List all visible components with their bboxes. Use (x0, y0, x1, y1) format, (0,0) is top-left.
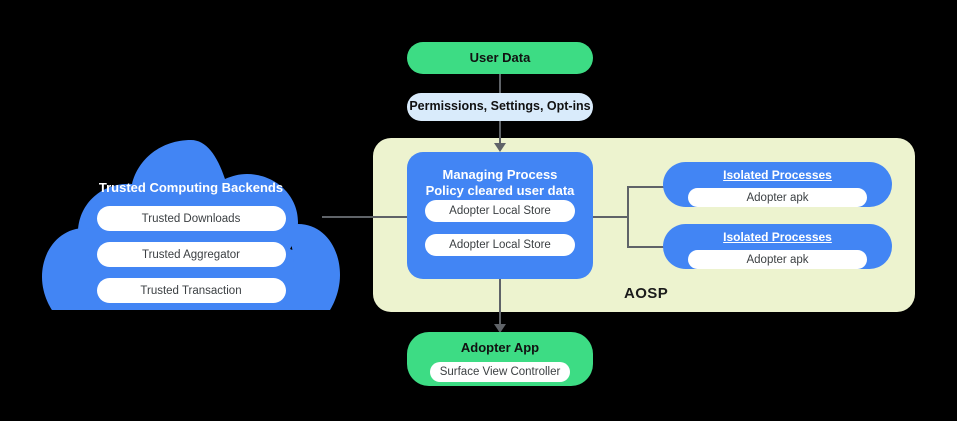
managing-process-title-line2: Policy cleared user data (425, 183, 575, 199)
permissions-label: Permissions, Settings, Opt-ins (409, 99, 591, 114)
adopter-apk-chip-2[interactable]: Adopter apk (688, 250, 867, 269)
user-data-node[interactable]: User Data (407, 42, 593, 74)
managing-process-title-line1: Managing Process (442, 167, 558, 182)
aosp-label: AOSP (624, 285, 669, 302)
connector-bracket-spine (627, 186, 629, 248)
permissions-node[interactable]: Permissions, Settings, Opt-ins (407, 93, 593, 121)
connector-bracket-to-isolated-2 (627, 246, 667, 248)
isolated-process-node-2[interactable]: Isolated Processes Adopter apk (663, 224, 892, 269)
adopter-local-store-chip-1[interactable]: Adopter Local Store (425, 199, 575, 222)
arrow-managing-to-adopter-app (494, 324, 506, 333)
isolated-process-node-1[interactable]: Isolated Processes Adopter apk (663, 162, 892, 207)
cloud-title: Trusted Computing Backends (98, 180, 284, 195)
cloud-chip-trusted-aggregator[interactable]: Trusted Aggregator (96, 242, 286, 267)
user-data-label: User Data (469, 49, 531, 65)
managing-process-title: Managing Process Policy cleared user dat… (426, 167, 575, 200)
connector-permissions-to-managing (499, 120, 501, 144)
managing-process-node[interactable]: Managing Process Policy cleared user dat… (407, 152, 593, 279)
isolated-process-title-2[interactable]: Isolated Processes (723, 230, 832, 244)
connector-managing-to-bracket (593, 216, 628, 218)
connector-cloud-to-managing (322, 216, 408, 218)
adopter-local-store-chip-2[interactable]: Adopter Local Store (425, 233, 575, 256)
cloud-content: Trusted Computing Backends Trusted Downl… (40, 138, 342, 313)
trusted-computing-backends-cloud[interactable]: Trusted Computing Backends Trusted Downl… (40, 138, 342, 313)
adopter-apk-chip-1[interactable]: Adopter apk (688, 188, 867, 207)
surface-view-controller-chip[interactable]: Surface View Controller (430, 362, 570, 383)
connector-userdata-to-permissions (499, 73, 501, 94)
isolated-process-title-1[interactable]: Isolated Processes (723, 168, 832, 182)
connector-bracket-to-isolated-1 (627, 186, 667, 188)
connector-managing-to-adopter-app (499, 279, 501, 328)
cloud-chip-trusted-transaction[interactable]: Trusted Transaction (96, 278, 286, 303)
adopter-app-node[interactable]: Adopter App Surface View Controller (407, 332, 593, 386)
adopter-app-title: Adopter App (460, 340, 540, 355)
cloud-chip-trusted-downloads[interactable]: Trusted Downloads (96, 206, 286, 231)
arrow-permissions-to-managing (494, 143, 506, 152)
